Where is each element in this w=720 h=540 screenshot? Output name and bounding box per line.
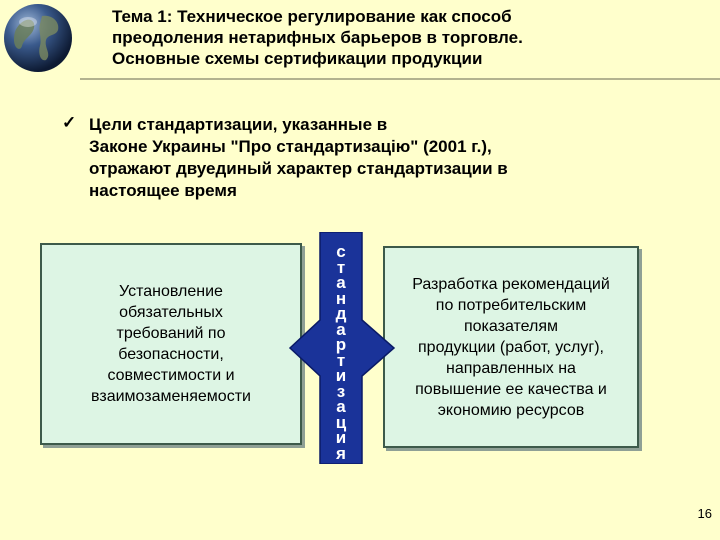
vertical-letter: я (336, 443, 346, 463)
slide-title: Тема 1: Техническое регулирование как сп… (112, 6, 672, 69)
box-line: по потребительским (435, 296, 587, 314)
box-line: взаимозаменяемости (91, 388, 251, 405)
vertical-letter: а (336, 273, 346, 292)
double-arrow-icon (288, 232, 396, 464)
title-line: преодоления нетарифных барьеров в торгов… (112, 28, 523, 47)
box-line: Установление (119, 283, 223, 300)
vertical-letter: и (335, 428, 347, 447)
title-line: Основные схемы сертификации продукции (112, 49, 483, 68)
title-divider (80, 78, 720, 80)
box-line: повышение ее качества и (415, 380, 607, 398)
vertical-letter: с (336, 242, 346, 261)
box-line: совместимости и (107, 367, 235, 384)
box-line: обязательных (119, 304, 223, 321)
globe-icon (4, 4, 72, 72)
box-line: экономию ресурсов (437, 401, 585, 419)
box-line: безопасности, (118, 346, 224, 363)
title-line: Тема 1: Техническое регулирование как сп… (112, 7, 512, 26)
page-number: 16 (697, 506, 712, 521)
box-line: требований по (116, 325, 226, 342)
vertical-letter: н (335, 288, 347, 308)
box-line: продукции (работ, услуг), (418, 338, 604, 356)
bullet-line: отражают двуединый характер стандартизац… (89, 159, 508, 178)
bullet-line: настоящее время (89, 181, 237, 200)
recommendations-box: Разработка рекомендаций по потребительск… (383, 246, 639, 448)
box-line: Разработка рекомендаций (412, 275, 610, 293)
bullet-line: Законе Украины "Про стандартизацію" (200… (89, 137, 492, 156)
bullet-line: Цели стандартизации, указанные в (89, 115, 388, 134)
box-line: направленных на (446, 359, 576, 377)
vertical-letter: д (335, 304, 347, 323)
vertical-letter: т (336, 257, 346, 277)
box-line: показателям (463, 317, 558, 335)
vertical-letter: з (336, 381, 346, 401)
mandatory-requirements-box: Установление обязательных требований по … (40, 243, 302, 445)
vertical-letter: а (336, 319, 346, 339)
checkmark-icon: ✓ (62, 113, 77, 132)
vertical-letter: р (335, 335, 347, 354)
vertical-letter: а (336, 397, 346, 416)
standardization-vertical-word: с т а н д а р т и з а ц и я (320, 242, 362, 463)
vertical-letter: ц (335, 412, 347, 432)
vertical-letter: т (336, 350, 346, 370)
bullet-text: Цели стандартизации, указанные в Законе … (89, 114, 649, 202)
vertical-letter: и (335, 366, 347, 385)
